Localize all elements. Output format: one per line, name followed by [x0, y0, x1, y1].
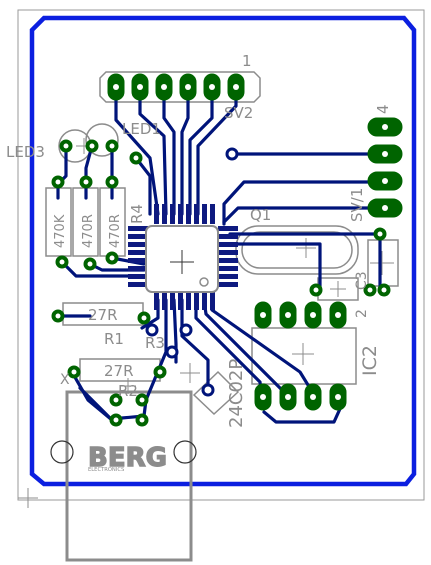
qfp-chip: [128, 204, 238, 310]
usb-pads: [109, 393, 149, 427]
ic2-part-label: 24C02P: [226, 359, 247, 428]
led1-label: LED1: [122, 120, 161, 138]
header-sv2-pads: [107, 73, 245, 101]
mount-hole-left: [50, 440, 74, 464]
res-470r-a-label: 470R: [81, 214, 96, 248]
res-470r-b-label: 470R: [108, 214, 123, 248]
logo-main: BERG: [88, 443, 167, 473]
r1-value-label: 27R: [88, 306, 118, 324]
origin-cross: [18, 488, 38, 508]
c3-label: C3: [354, 271, 370, 290]
r3-label: R3: [145, 334, 165, 352]
r1-label: R1: [104, 330, 124, 348]
crystal-pads: [309, 227, 391, 297]
jp4-label: 4: [374, 104, 392, 114]
board-edge: [17, 9, 425, 501]
connector-sv1-pads: [367, 117, 403, 218]
vertical-resistor-pads: [51, 175, 119, 271]
x-label: X: [60, 372, 70, 388]
sv2-label: SV2: [224, 104, 253, 122]
pads: [51, 73, 403, 427]
labels: 1 SV2 LED1 LED3 R4 470K 470R 470R Q1 4 S…: [6, 52, 392, 428]
r2-value-label: 27R: [104, 362, 134, 380]
logo-sub: ELECTRONICS: [88, 467, 124, 473]
c3-pin-label: 2: [354, 309, 370, 318]
r2-label: R2: [118, 382, 138, 400]
board-outline: [29, 15, 417, 487]
led-pads: [59, 139, 143, 165]
ic2-pads: [254, 301, 347, 411]
res-470k-label: 470K: [53, 214, 68, 248]
led3-label: LED3: [6, 143, 45, 161]
horizontal-resistor-pads: [51, 309, 167, 379]
sv1-label: SV/1: [348, 188, 366, 222]
ic2-label: IC2: [359, 345, 381, 376]
usb-connector: BERG ELECTRONICS: [50, 390, 197, 562]
r4-label: R4: [128, 204, 146, 224]
mount-hole-right: [173, 440, 197, 464]
q1-label: Q1: [250, 206, 271, 224]
header-pin1-label: 1: [242, 52, 252, 70]
